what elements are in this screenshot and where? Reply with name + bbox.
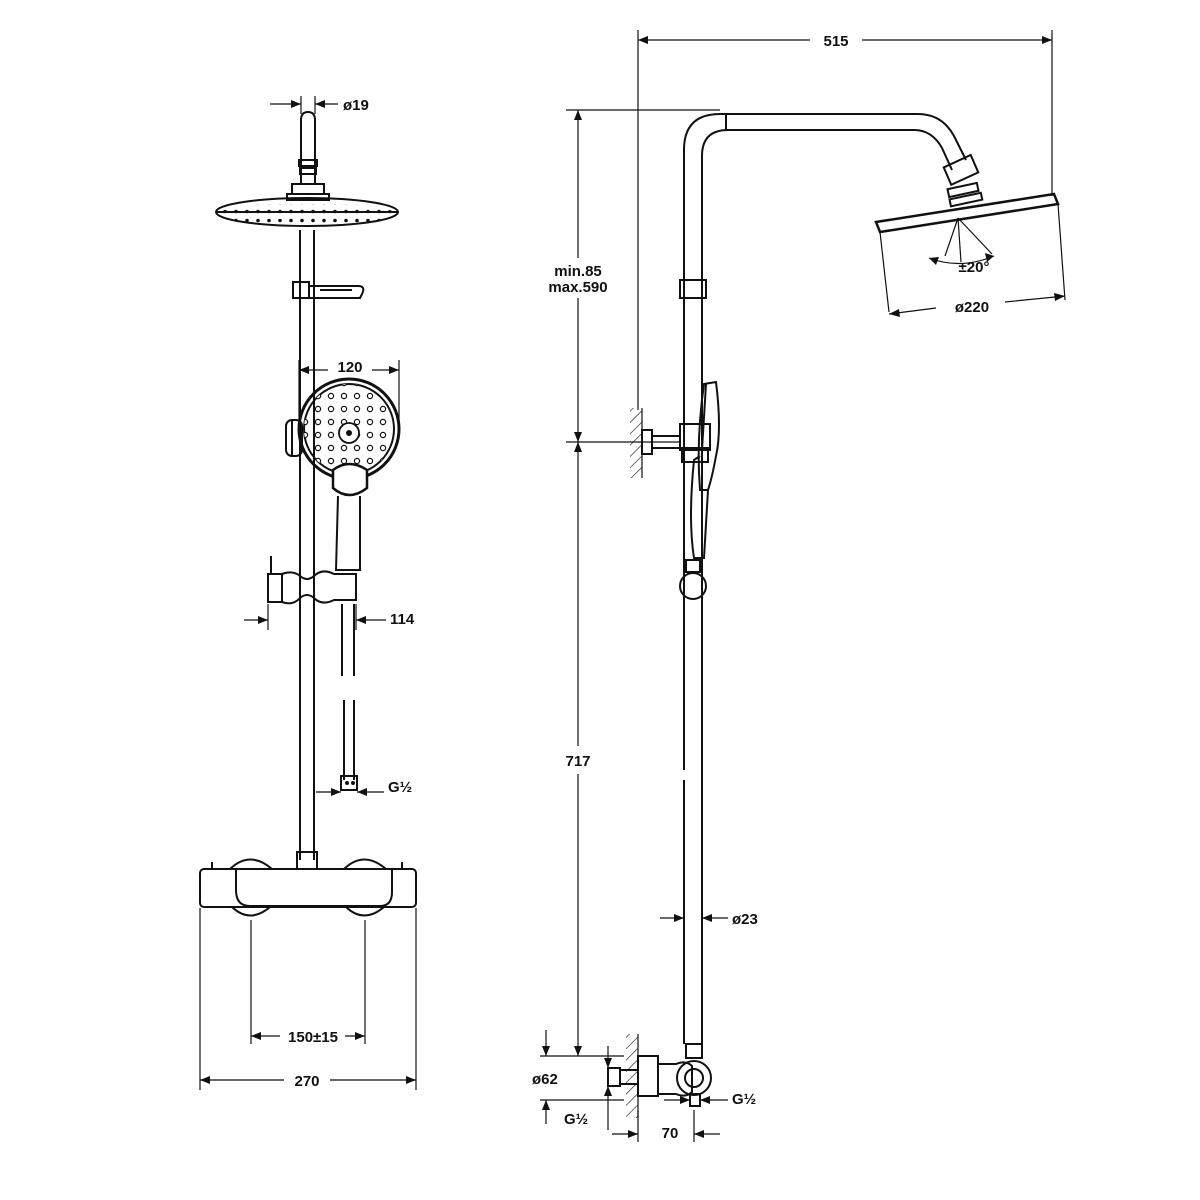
front-hose-outlet [340,604,358,791]
label-wall-to-riser: 70 [662,1125,679,1142]
front-hand-shower [285,377,401,571]
label-hose-outlet-thread: G½ [388,779,412,796]
front-riser-column [299,230,315,860]
front-slider-holder [267,556,357,605]
side-riser-and-arm [683,113,967,856]
label-overall-width: 270 [294,1073,319,1090]
dim-riser-diameter: ø23 [660,911,758,928]
label-arm-pipe-diameter: ø19 [343,97,369,114]
label-valve-body-diameter: ø62 [532,1071,558,1088]
label-riser-diameter: ø23 [732,911,758,928]
front-shower-arm [286,110,330,201]
dim-valve-body-diameter: ø62 [532,1030,624,1124]
dim-outlet-thread: G½ [664,1091,756,1108]
label-outlet-thread: G½ [732,1091,756,1108]
label-height-adjust-max: max.590 [548,279,607,296]
side-hand-shower [679,380,720,600]
dim-overall-width: 270 [199,908,417,1090]
label-height-adjust-min: min.85 [554,263,602,280]
front-thermostatic-mixer [199,851,417,917]
dim-inlet-thread: G½ [564,1046,612,1130]
front-view: ø19 120 114 G½ [199,96,417,1090]
dim-arm-pipe-diameter: ø19 [270,96,369,114]
dim-slider-offset: 114 [244,604,415,630]
side-overhead-shower-head: ±20° [874,153,1066,313]
front-upper-slider [292,281,365,299]
dim-head-diameter: ø220 [888,293,1066,317]
side-valve-assembly [607,856,712,1118]
label-arm-projection: 515 [823,33,848,50]
side-upper-slider [679,279,707,299]
dim-column-height: 717 [565,442,591,1056]
dim-hose-outlet-thread: G½ [316,779,412,796]
label-column-height: 717 [565,753,590,770]
side-view: ±20° ø220 [532,30,1066,1142]
dim-height-adjust: min.85 max.590 [548,109,720,443]
label-head-diameter: ø220 [955,299,989,316]
dim-hand-shower-width: 120 [298,359,400,429]
dim-arm-projection: 515 [637,30,1053,410]
dim-inlet-centers: 150±15 [250,920,366,1046]
label-inlet-centers: 150±15 [288,1029,338,1046]
dim-wall-to-riser: 70 [612,1110,720,1142]
front-overhead-shower-head [215,197,399,227]
label-head-tilt: ±20° [959,259,990,276]
label-hand-shower-width: 120 [337,359,362,376]
label-inlet-thread: G½ [564,1111,588,1128]
label-slider-offset: 114 [390,611,415,628]
